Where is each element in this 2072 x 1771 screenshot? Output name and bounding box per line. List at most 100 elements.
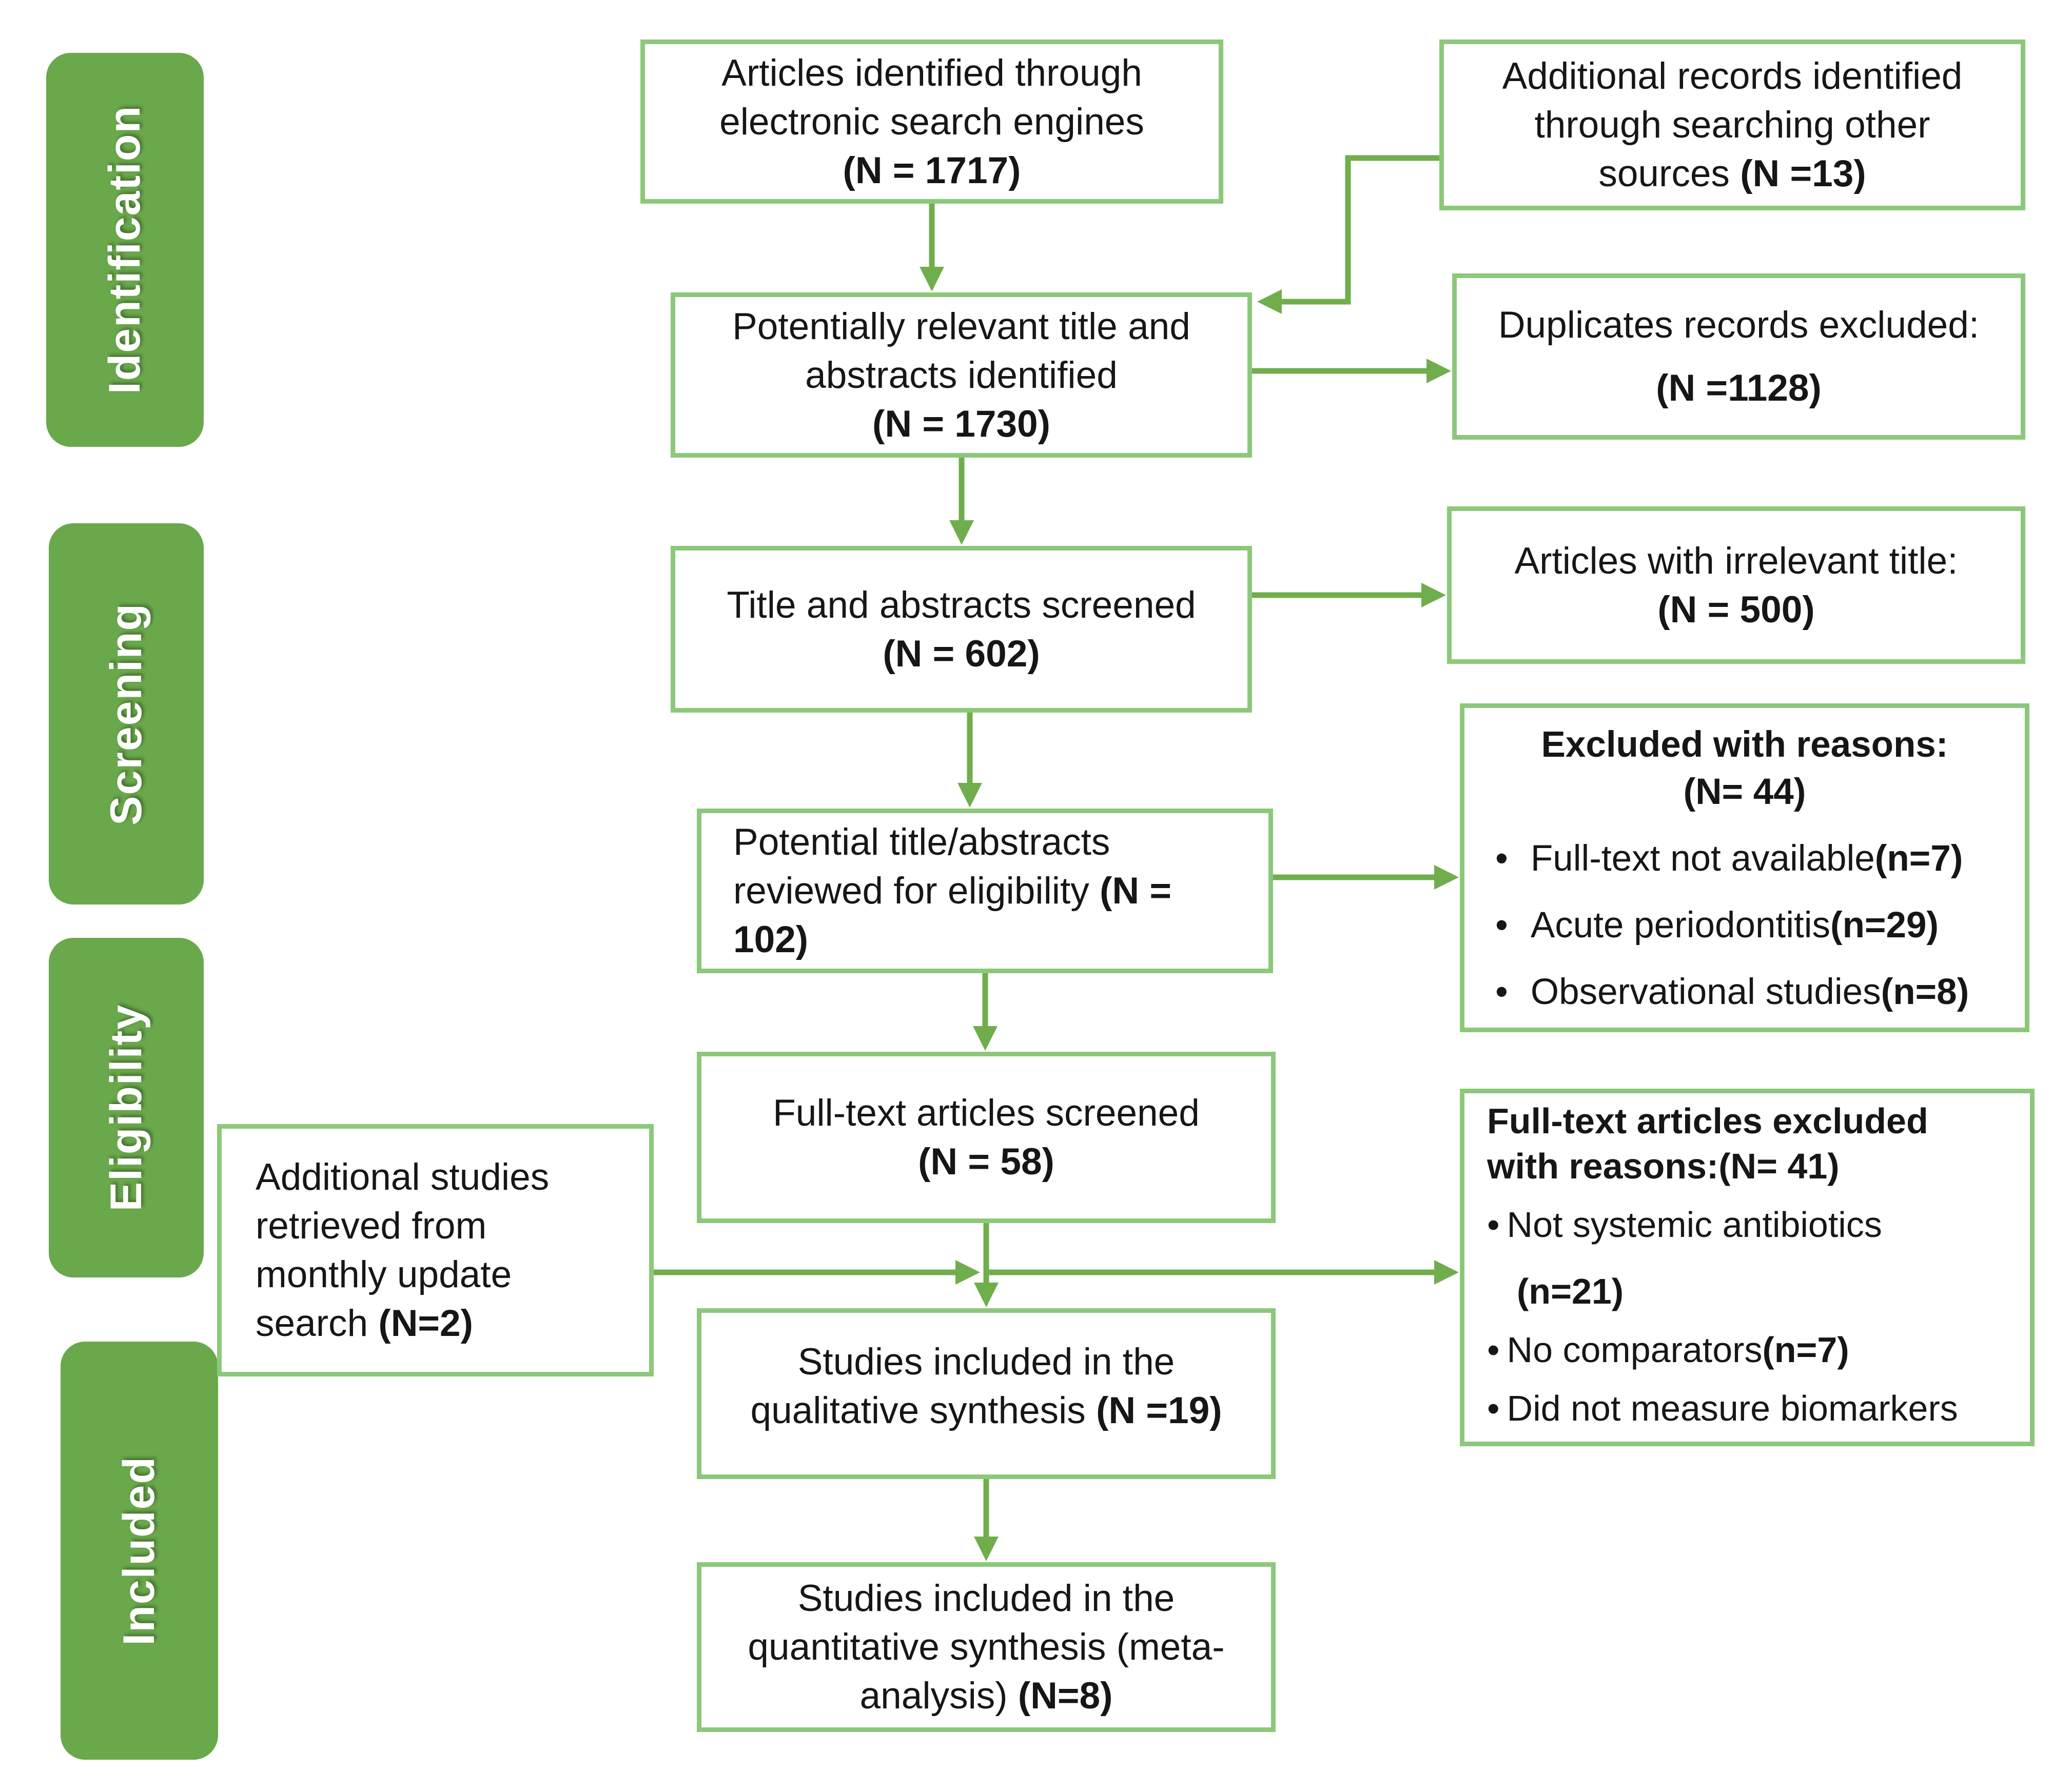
box-line: quantitative synthesis (meta-: [717, 1623, 1256, 1671]
text-segment: search: [256, 1303, 379, 1344]
text-segment: (N = 602): [883, 633, 1040, 675]
arrow-additional-records-to-potentially-relevant: [1257, 155, 1439, 314]
box-monthly-update-search: Additional studies retrieved from monthly …: [217, 1124, 654, 1376]
text-segment: Full-text not available: [1530, 838, 1875, 879]
text-segment: Did not measure biomarkers: [1507, 1388, 1958, 1428]
box-fulltext-screened: Full-text articles screened(N = 58): [697, 1052, 1276, 1223]
text-segment: (N = 1717): [843, 149, 1021, 191]
text-segment: Title and abstracts screened: [727, 584, 1196, 626]
text-segment: through searching other: [1534, 104, 1930, 146]
box-line: (N = 602): [691, 629, 1232, 678]
box-quantitative-synthesis: Studies included in the quantitative synt…: [697, 1562, 1276, 1732]
bullet-icon: •: [1487, 1388, 1500, 1428]
text-segment: (N=8): [1018, 1675, 1113, 1717]
stage-included-label: Included: [114, 1455, 164, 1646]
text-segment: abstracts identified: [805, 354, 1118, 396]
box-line: •Acute periodontitis(n=29): [1482, 902, 2007, 949]
stage-screening-label: Screening: [101, 602, 151, 825]
box-line: through searching other: [1459, 101, 2005, 149]
box-line: Additional records identified: [1459, 52, 2005, 101]
text-segment: (n=21): [1517, 1271, 1624, 1311]
text-segment: (n=7): [1762, 1330, 1849, 1370]
box-line: Duplicates records excluded:: [1472, 301, 2005, 349]
text-segment: Articles with irrelevant title:: [1514, 540, 1958, 582]
box-line: •Not systemic antibiotics: [1487, 1202, 2015, 1247]
text-segment: (N= 44): [1683, 772, 1806, 812]
stage-identification: Identification: [46, 53, 204, 447]
bullet-icon: •: [1487, 1205, 1500, 1245]
box-line: (N = 1717): [660, 146, 1203, 195]
box-line: (N= 44): [1482, 769, 2007, 816]
text-segment: Not systemic antibiotics: [1507, 1205, 1882, 1245]
text-segment: Studies included in the: [797, 1578, 1175, 1619]
box-line: analysis) (N=8): [717, 1671, 1256, 1720]
text-segment: Additional studies: [256, 1156, 550, 1198]
box-line: Potential title/abstracts: [733, 818, 1253, 867]
box-line: Title and abstracts screened: [691, 581, 1232, 629]
box-line: Full-text articles excluded: [1487, 1098, 2015, 1144]
box-line: retrieved from: [256, 1202, 634, 1250]
box-line: (n=21): [1487, 1269, 2044, 1314]
box-line: Studies included in the: [717, 1337, 1256, 1386]
text-segment: reviewed for eligibility: [733, 870, 1100, 912]
box-articles-identified: Articles identified through electronic se…: [640, 40, 1223, 204]
stage-eligibility-label: Eligibility: [101, 1003, 151, 1212]
box-line: (N =1128): [1472, 364, 2005, 412]
text-segment: quantitative synthesis (meta-: [748, 1626, 1225, 1668]
box-line: (N = 500): [1467, 585, 2005, 634]
box-irrelevant-title: Articles with irrelevant title: (N = 500): [1447, 506, 2025, 664]
text-segment: qualitative synthesis: [750, 1390, 1097, 1431]
text-segment: Additional records identified: [1502, 55, 1963, 97]
text-segment: retrieved from: [256, 1205, 487, 1247]
text-segment: Articles identified through: [721, 52, 1142, 94]
text-segment: (N =: [1100, 870, 1172, 912]
text-segment: electronic search engines: [719, 101, 1144, 143]
box-line: (N = 1730): [691, 400, 1232, 448]
box-line: •Full-text not available (n=7): [1482, 835, 2007, 882]
text-segment: Full-text articles excluded: [1487, 1101, 1928, 1141]
text-segment: Observational studies: [1530, 972, 1881, 1012]
box-line: electronic search engines: [660, 97, 1203, 146]
text-segment: (N = 1730): [872, 403, 1050, 445]
box-excluded-with-reasons: Excluded with reasons:(N= 44)•Full-text …: [1460, 703, 2029, 1032]
text-segment: monthly update: [256, 1254, 512, 1295]
box-potentially-relevant: Potentially relevant title and abstracts …: [671, 292, 1252, 458]
text-segment: No comparators: [1507, 1330, 1763, 1370]
text-segment: (n=7): [1874, 838, 1963, 879]
box-line: monthly update: [256, 1250, 634, 1299]
box-line: with reasons:(N= 41): [1487, 1144, 2015, 1189]
stage-eligibility: Eligibility: [49, 938, 204, 1277]
box-line: Articles identified through: [660, 49, 1203, 97]
box-line: qualitative synthesis (N =19): [717, 1386, 1256, 1435]
text-segment: with reasons:(N= 41): [1487, 1146, 1840, 1186]
bullet-icon: •: [1487, 1330, 1500, 1370]
text-segment: (N = 500): [1657, 588, 1815, 631]
text-segment: (n=29): [1830, 905, 1939, 946]
text-segment: (N =13): [1740, 153, 1866, 194]
stage-identification-label: Identification: [100, 105, 149, 395]
stage-screening: Screening: [49, 523, 204, 904]
text-segment: (n=8): [1881, 972, 1969, 1012]
text-segment: Full-text articles screened: [773, 1092, 1200, 1134]
text-segment: Excluded with reasons:: [1541, 724, 1948, 765]
box-line: Full-text articles screened: [717, 1089, 1256, 1137]
box-line: reviewed for eligibility (N =: [733, 867, 1253, 915]
box-line: search (N=2): [256, 1299, 634, 1348]
text-segment: Studies included in the: [797, 1341, 1175, 1383]
box-line: Additional studies: [256, 1153, 634, 1202]
box-additional-records: Additional records identified through sea…: [1439, 40, 2025, 210]
text-segment: (N =19): [1096, 1390, 1222, 1431]
box-line: 102): [733, 915, 1253, 964]
box-line: Studies included in the: [717, 1574, 1256, 1623]
text-segment: Potentially relevant title and: [732, 305, 1190, 347]
text-segment: (N=2): [378, 1303, 473, 1344]
text-segment: 102): [733, 919, 809, 960]
bullet-icon: •: [1495, 972, 1508, 1012]
box-line: •No comparators (n=7): [1487, 1327, 2015, 1372]
box-line: abstracts identified: [691, 351, 1232, 400]
box-line: •Did not measure biomarkers: [1487, 1386, 2015, 1431]
box-line: Excluded with reasons:: [1482, 721, 2007, 769]
